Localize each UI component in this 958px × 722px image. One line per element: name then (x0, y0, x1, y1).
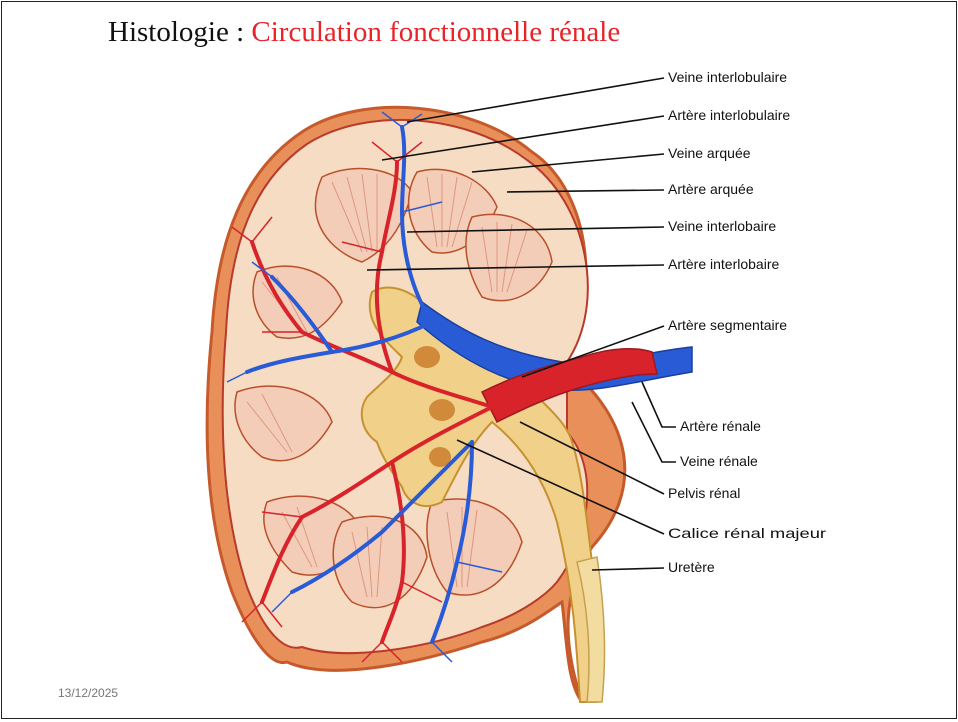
leader-artere-renale (642, 382, 676, 427)
label-artere-renale: Artère rénale (680, 418, 761, 434)
label-artere-interlobulaire: Artère interlobulaire (668, 107, 790, 123)
slide-date: 13/12/2025 (58, 686, 118, 700)
label-uretere: Uretère (668, 559, 715, 575)
label-artere-interlobaire: Artère interlobaire (668, 256, 779, 272)
label-veine-interlobulaire: Veine interlobulaire (668, 69, 787, 85)
leader-uretere (592, 568, 664, 570)
kidney-illustration (207, 107, 692, 702)
label-veine-arquee: Veine arquée (668, 145, 751, 161)
label-pelvis-renal: Pelvis rénal (668, 485, 740, 501)
diagram-labels: Veine interlobulaire Artère interlobulai… (668, 69, 826, 575)
leader-veine-renale (632, 402, 676, 462)
slide-title: Histologie : Circulation fonctionnelle r… (108, 16, 620, 49)
label-calice-renal-majeur: Calice rénal majeur (668, 525, 826, 541)
label-artere-arquee: Artère arquée (668, 181, 754, 197)
label-veine-renale: Veine rénale (680, 453, 758, 469)
label-veine-interlobaire: Veine interlobaire (668, 218, 776, 234)
title-prefix: Histologie : (108, 16, 251, 48)
leader-veine-interlobulaire (407, 78, 664, 122)
label-artere-segmentaire: Artère segmentaire (668, 317, 787, 333)
title-accent: Circulation fonctionnelle rénale (251, 16, 620, 48)
